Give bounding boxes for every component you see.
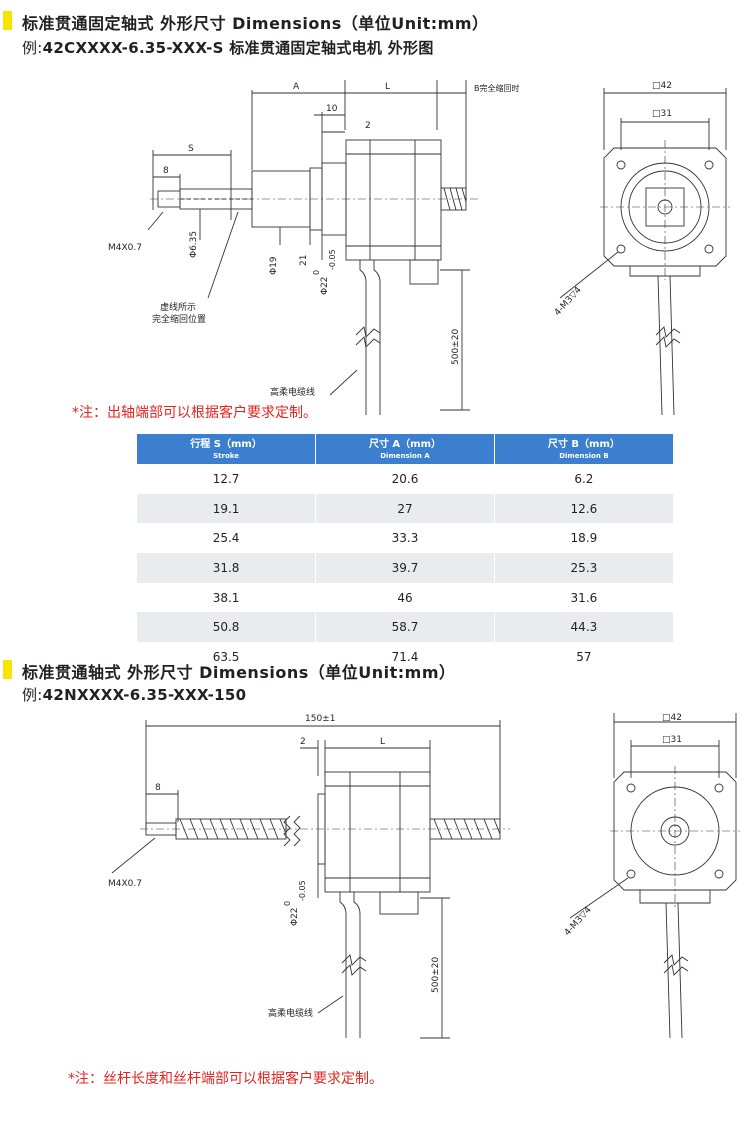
through-shaft-motor-drawing: 150±1 2 L 8 M4X0.7 Φ22 0 -0.05 500±20 高柔… — [108, 713, 740, 1039]
cell-dimension-a: 33.3 — [315, 523, 495, 554]
spec-table-header: 行程 S（mm） Stroke 尺寸 A（mm） Dimension A 尺寸 … — [137, 434, 673, 464]
cell-dimension-b: 6.2 — [494, 464, 673, 494]
section2-title: 标准贯通轴式 外形尺寸 Dimensions（单位Unit:mm） — [22, 663, 456, 682]
cable-length: 500±20 — [431, 957, 441, 993]
cell-dimension-a: 20.6 — [315, 464, 495, 494]
dim-10: 10 — [326, 104, 338, 114]
dim-2: 2 — [365, 121, 371, 131]
section1-subtitle-model: 42CXXXX-6.35-XXX-S 标准贯通固定轴式电机 外形图 — [42, 39, 434, 57]
dim-8: 8 — [163, 166, 169, 176]
table-row: 38.1 46 31.6 — [137, 582, 673, 613]
screw-thread — [179, 815, 501, 976]
fixed-shaft-motor-drawing: A L B完全缩回时 10 2 S 8 M4X0.7 Φ6.35 Φ19 21 … — [108, 80, 730, 415]
section2-subtitle: 例:42NXXXX-6.35-XXX-150 — [22, 684, 246, 705]
cell-dimension-a: 39.7 — [315, 553, 495, 583]
cell-stroke: 12.7 — [137, 464, 317, 494]
spec-table: 行程 S（mm） Stroke 尺寸 A（mm） Dimension A 尺寸 … — [137, 434, 673, 672]
dim-sq31: □31 — [662, 735, 682, 745]
section1-title: 标准贯通固定轴式 外形尺寸 Dimensions（单位Unit:mm） — [22, 14, 489, 33]
cell-dimension-a: 58.7 — [315, 612, 495, 643]
dim-8: 8 — [155, 783, 161, 793]
dim-2: 2 — [300, 737, 306, 747]
dim-A: A — [293, 82, 300, 92]
table-row: 12.7 20.6 6.2 — [137, 464, 673, 494]
cable-length: 500±20 — [451, 329, 461, 365]
dim-S: S — [188, 144, 194, 154]
cell-dimension-b: 18.9 — [494, 523, 673, 554]
dim-L: L — [385, 82, 390, 92]
tol-neg: -0.05 — [328, 249, 337, 270]
cell-stroke: 19.1 — [137, 493, 317, 524]
cell-stroke: 63.5 — [137, 642, 317, 672]
section2-subtitle-model: 42NXXXX-6.35-XXX-150 — [42, 686, 247, 704]
header-dimension-b: 尺寸 B（mm） Dimension B — [494, 434, 673, 464]
tol-neg: -0.05 — [298, 880, 307, 901]
header-dimension-a: 尺寸 A（mm） Dimension A — [315, 434, 495, 464]
dim-21: 21 — [299, 255, 309, 266]
section1-subtitle-lead: 例: — [22, 39, 43, 57]
cell-dimension-a: 46 — [315, 582, 495, 613]
cable-note: 高柔电缆线 — [270, 386, 315, 398]
cell-dimension-b: 44.3 — [494, 612, 673, 643]
accent-bar — [3, 11, 12, 30]
cell-dimension-b: 57 — [494, 642, 673, 672]
dim-phi22: Φ22 — [290, 907, 300, 926]
dim-B: B完全缩回时 — [474, 83, 520, 93]
cell-dimension-b: 25.3 — [494, 553, 673, 583]
section1-subtitle: 例:42CXXXX-6.35-XXX-S 标准贯通固定轴式电机 外形图 — [22, 37, 434, 58]
header-stroke: 行程 S（mm） Stroke — [137, 434, 317, 464]
cell-stroke: 31.8 — [137, 553, 317, 583]
holes-spec: 4-M3▽4 — [563, 905, 594, 938]
cell-stroke: 50.8 — [137, 612, 317, 643]
cell-dimension-a: 71.4 — [315, 642, 495, 672]
cell-dimension-b: 31.6 — [494, 582, 673, 613]
section2-header: 标准贯通轴式 外形尺寸 Dimensions（单位Unit:mm） — [0, 657, 750, 682]
cell-stroke: 38.1 — [137, 582, 317, 613]
dim-150: 150±1 — [305, 714, 335, 724]
dim-phi22: Φ22 — [320, 276, 330, 295]
section1-drawing: A L B完全缩回时 10 2 S 8 M4X0.7 Φ6.35 Φ19 21 … — [0, 70, 750, 415]
dim-sq31: □31 — [652, 109, 672, 119]
label-m4: M4X0.7 — [108, 243, 142, 253]
cell-dimension-a: 27 — [315, 493, 495, 524]
cell-dimension-b: 12.6 — [494, 493, 673, 524]
dashed-note-1: 虚线所示 — [160, 301, 196, 313]
table-row: 25.4 33.3 18.9 — [137, 523, 673, 554]
section2-drawing: 150±1 2 L 8 M4X0.7 Φ22 0 -0.05 500±20 高柔… — [0, 708, 750, 1053]
accent-bar — [3, 660, 12, 679]
section2-note: *注：丝杆长度和丝杆端部可以根据客户要求定制。 — [68, 1071, 383, 1087]
table-row: 19.1 27 12.6 — [137, 493, 673, 524]
cell-stroke: 25.4 — [137, 523, 317, 554]
table-row: 63.5 71.4 57 — [137, 642, 673, 672]
tol-0: 0 — [283, 901, 292, 906]
dim-phi635: Φ6.35 — [189, 231, 199, 258]
table-row: 31.8 39.7 25.3 — [137, 553, 673, 583]
label-m4: M4X0.7 — [108, 879, 142, 889]
dim-L: L — [380, 737, 385, 747]
section2-subtitle-lead: 例: — [22, 686, 43, 704]
tol-0: 0 — [312, 270, 321, 275]
table-row: 50.8 58.7 44.3 — [137, 612, 673, 643]
dim-sq42: □42 — [662, 713, 682, 723]
dashed-note-2: 完全缩回位置 — [152, 313, 206, 325]
dim-sq42: □42 — [652, 81, 672, 91]
holes-spec: 4-M3▽4 — [553, 285, 584, 318]
cable-note: 高柔电缆线 — [268, 1007, 313, 1019]
section1-note: *注：出轴端部可以根据客户要求定制。 — [72, 405, 317, 421]
section1-header: 标准贯通固定轴式 外形尺寸 Dimensions（单位Unit:mm） — [0, 8, 750, 33]
dim-phi19: Φ19 — [269, 256, 279, 275]
